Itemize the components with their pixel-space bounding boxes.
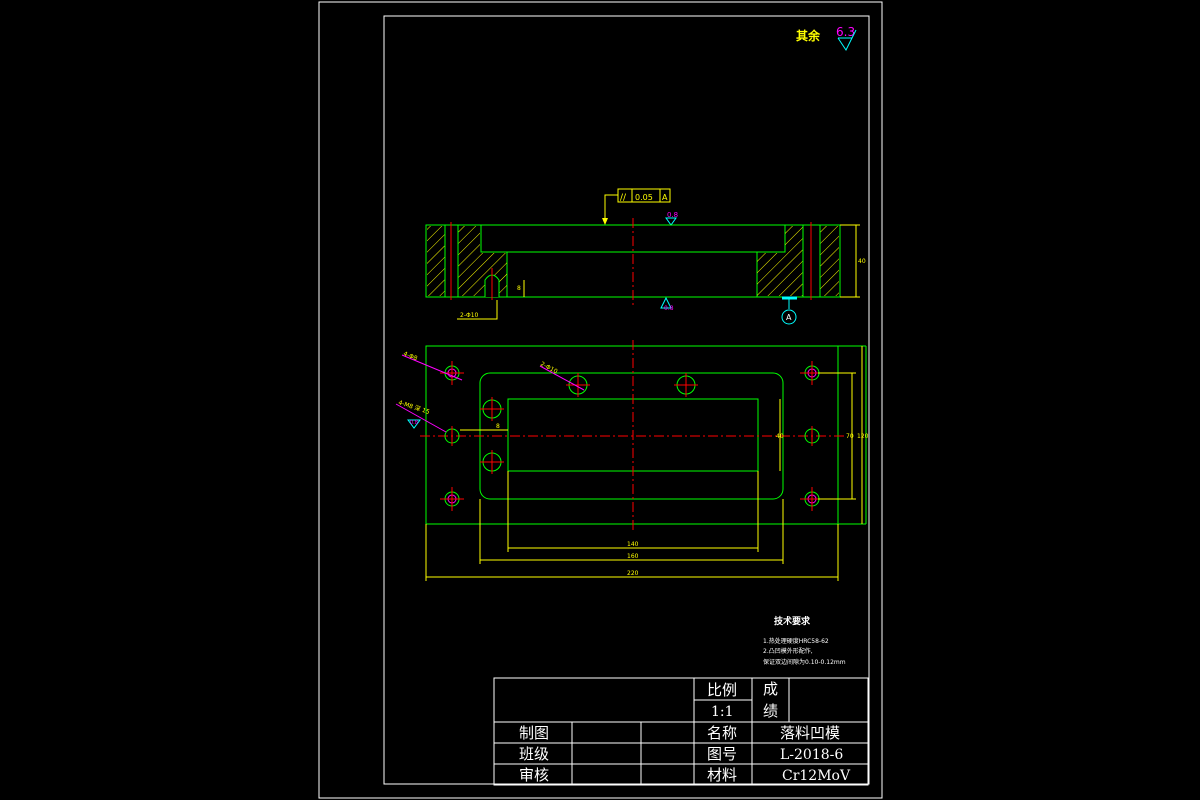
tech-item: 2.凸凹模外形配作, — [763, 647, 813, 655]
name-value: 落料凹模 — [780, 724, 840, 742]
pin-holes — [444, 375, 820, 472]
roughness-note-label: 其余 — [796, 28, 821, 43]
sheet-outer-border — [318, 1, 883, 799]
tech-requirements: 技术要求 1.热处理硬度HRC58-62 2.凸凹模外形配作, 保证双边间隙为0… — [763, 615, 846, 666]
leader-roughness-icon — [407, 419, 421, 429]
hatch-left-2 — [458, 226, 480, 296]
dim-slot: 160 — [627, 553, 639, 560]
bottom-roughness-icon — [660, 296, 672, 309]
section-view: // 0.05 A 0.8 — [425, 188, 866, 325]
dim-overall: 220 — [627, 570, 639, 577]
parallelism-tolerance: 0.05 — [635, 193, 653, 202]
material-value: Cr12MoV — [782, 768, 851, 784]
title-block-text: 比例 1:1 成 绩 制图 班级 审核 名称 落料凹模 图号 L-2018-6 … — [519, 680, 851, 784]
number-value: L-2018-6 — [780, 747, 843, 763]
dim-cavity-width: 140 — [627, 541, 639, 548]
class-label: 班级 — [519, 745, 549, 763]
title-block — [493, 677, 869, 786]
height-dim: 40 — [858, 258, 866, 265]
top-roughness-icon — [665, 217, 677, 226]
review-label: 审核 — [519, 766, 549, 784]
material-label: 材料 — [707, 766, 737, 784]
roughness-note-value: 6.3 — [836, 25, 855, 39]
leader-line — [395, 403, 447, 433]
leader-line — [401, 354, 463, 381]
grade-label-1: 成 — [763, 680, 778, 698]
plan-view: 4-Φ8 2-Φ10 4-M8 深 15 0.8 — [395, 340, 869, 581]
tolerance-leader — [604, 194, 618, 224]
roughness-symbol-icon — [837, 29, 857, 51]
parallelism-symbol: // — [620, 193, 627, 203]
bottom-roughness: 0.8 — [664, 305, 674, 312]
tech-item: 保证双边间隙为0.10-0.12mm — [763, 658, 846, 666]
hole-callout-leader — [457, 300, 498, 320]
leaders — [395, 354, 585, 433]
tech-item: 1.热处理硬度HRC58-62 — [763, 637, 829, 645]
scale-label: 比例 — [707, 681, 737, 699]
leader-1: 4-Φ8 — [402, 350, 418, 362]
dim-right-2: 120 — [857, 433, 869, 440]
top-roughness: 0.8 — [667, 211, 678, 219]
leader-roughness: 0.8 — [410, 420, 418, 426]
title-block-frame — [493, 677, 869, 786]
roughness-note: 其余 6.3 — [796, 25, 857, 51]
tech-title: 技术要求 — [774, 615, 811, 627]
scale-value: 1:1 — [711, 704, 734, 720]
leader-line — [539, 365, 585, 391]
hatch-right-3 — [820, 226, 839, 296]
drawn-label: 制图 — [519, 724, 549, 742]
dim-right-1: 70 — [846, 433, 854, 440]
dim-small: 8 — [496, 423, 500, 430]
hole-callout: 2-Φ10 — [460, 312, 479, 319]
datum-circle-icon — [781, 309, 797, 325]
counterbore-depth: 8 — [517, 285, 521, 292]
plan-dimensions — [425, 346, 863, 581]
grade-label-2: 绩 — [763, 702, 778, 720]
tolerance-arrow-icon — [602, 218, 608, 225]
datum-marker: A — [786, 313, 792, 322]
hatch-right-2 — [785, 226, 803, 296]
hatch-left-1 — [427, 226, 445, 296]
dim-center-h: 40 — [776, 433, 784, 440]
hatch-right-1 — [757, 253, 785, 296]
name-label: 名称 — [707, 724, 737, 742]
sheet-inner-border — [383, 15, 870, 785]
parallelism-datum: A — [662, 193, 668, 202]
number-label: 图号 — [707, 745, 737, 763]
